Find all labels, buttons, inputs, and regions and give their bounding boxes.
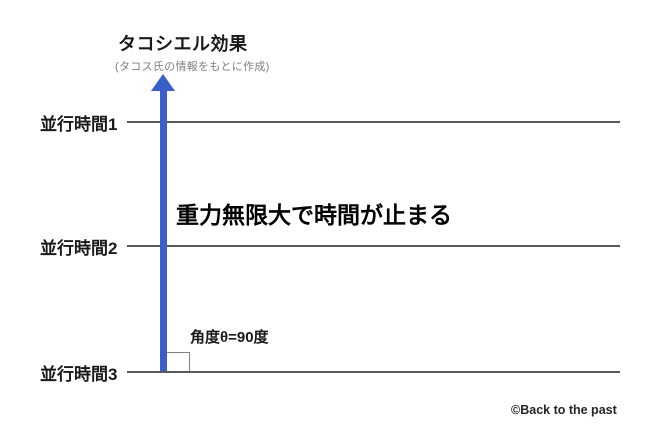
up-arrow-head-icon [151, 74, 175, 91]
angle-label: 角度θ=90度 [190, 329, 269, 346]
timeline-line-3 [127, 371, 620, 373]
timeline-line-1 [127, 121, 620, 123]
timeline-label-2: 並行時間2 [40, 239, 118, 258]
gravity-annotation: 重力無限大で時間が止まる [176, 202, 452, 228]
timeline-line-2 [127, 245, 620, 247]
diagram-subtitle: (タコス氏の情報をもとに作成) [115, 61, 270, 73]
right-angle-marker [167, 352, 190, 371]
diagram-title: タコシエル効果 [118, 34, 248, 54]
timeline-label-1: 並行時間1 [40, 115, 118, 134]
timeline-label-3: 並行時間3 [40, 365, 118, 384]
up-arrow-shaft [160, 88, 167, 371]
copyright-text: ©Back to the past [511, 403, 617, 417]
